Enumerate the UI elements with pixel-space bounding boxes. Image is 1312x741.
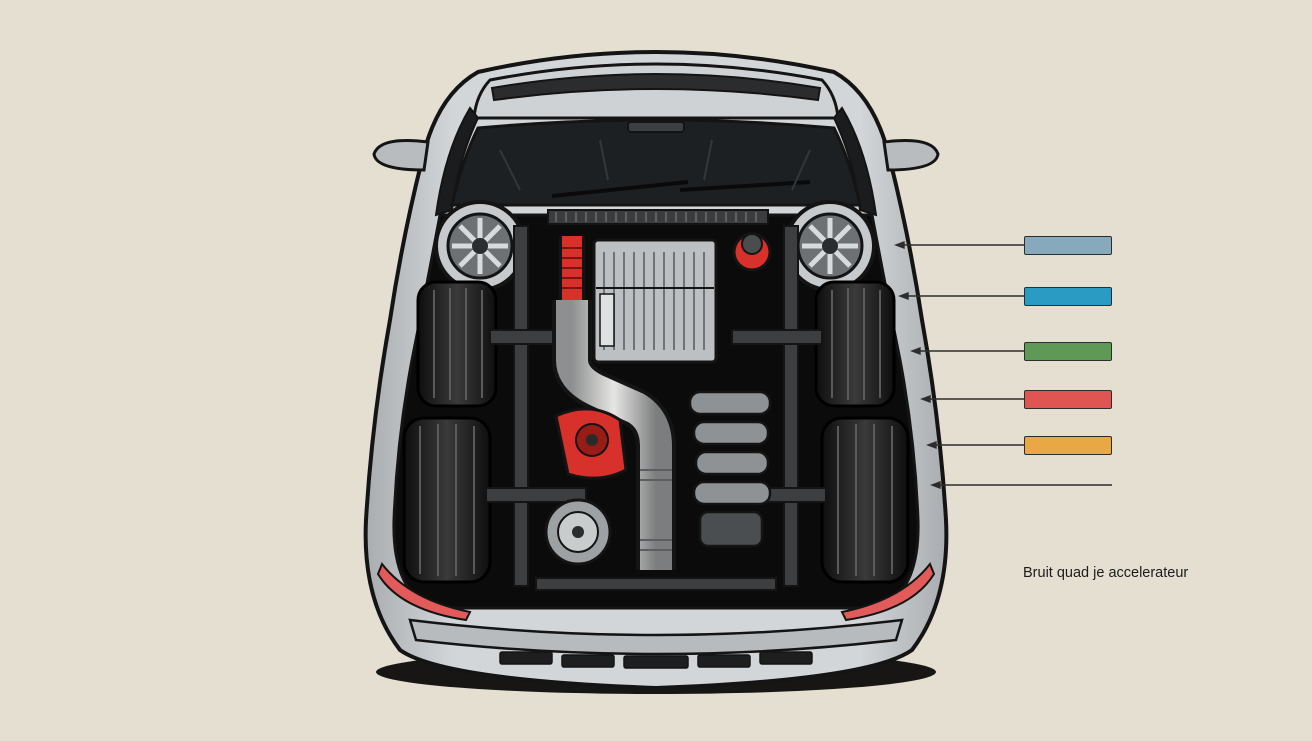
oil-filler-cap	[732, 232, 772, 272]
legend-swatch-3	[1024, 342, 1112, 361]
right-taillight	[840, 562, 936, 622]
firewall-grille	[547, 209, 769, 225]
legend-swatch-2	[1024, 287, 1112, 306]
tire-front-right	[814, 280, 896, 408]
pulley	[544, 498, 612, 566]
chassis-rails	[485, 225, 827, 591]
red-intake-hose	[559, 236, 585, 310]
left-spare-rim	[434, 200, 526, 292]
legend-swatch-5	[1024, 436, 1112, 455]
leader-lines	[894, 240, 1112, 490]
bumper-vents	[499, 651, 813, 669]
left-mirror	[372, 139, 430, 172]
right-side-window	[832, 106, 878, 217]
tire-front-left	[416, 280, 498, 408]
legend-swatch-1	[1024, 236, 1112, 255]
right-spare-rim	[784, 200, 876, 292]
tire-rear-left	[402, 416, 492, 584]
rear-bumper	[408, 618, 904, 656]
mirror-mount	[627, 121, 685, 133]
tire-rear-right	[820, 416, 910, 584]
left-taillight	[376, 562, 472, 622]
right-mirror	[882, 139, 940, 172]
legend-swatch-4	[1024, 390, 1112, 409]
left-side-window	[434, 106, 480, 217]
wiper-right	[679, 180, 811, 192]
intake-plenum	[592, 238, 718, 364]
wiper-left	[551, 180, 689, 198]
roof-slot	[490, 73, 822, 102]
diagram-caption: Bruit quad je accelerateur	[1023, 565, 1189, 581]
turbocharger	[554, 407, 628, 480]
exhaust-manifold	[688, 390, 772, 548]
